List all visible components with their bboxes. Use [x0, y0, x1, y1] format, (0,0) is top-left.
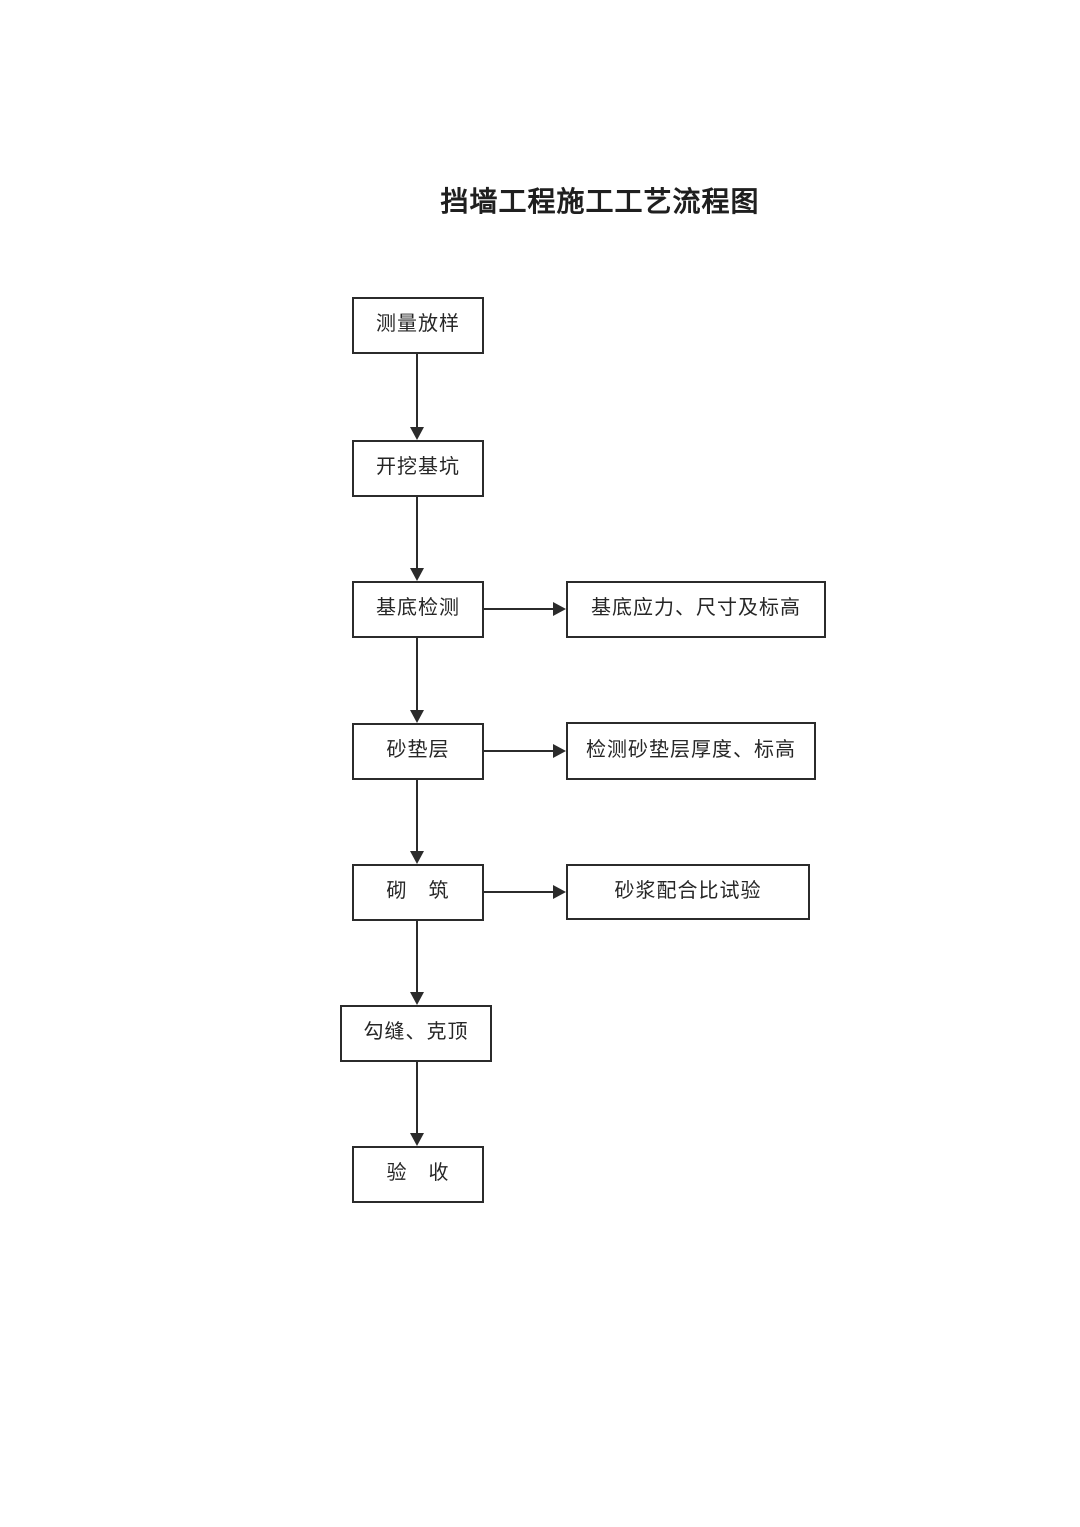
- flow-step-sand-cushion: 砂垫层: [352, 723, 484, 780]
- flow-step-pointing-capping: 勾缝、克顶: [340, 1005, 492, 1062]
- side-note-base-stress-dims-elevation: 基底应力、尺寸及标高: [566, 581, 826, 638]
- flow-step-masonry: 砌 筑: [352, 864, 484, 921]
- side-note-mortar-mix-test: 砂浆配合比试验: [566, 864, 810, 920]
- connector-line-horizontal: [484, 608, 553, 610]
- diagram-title: 挡墙工程施工工艺流程图: [440, 187, 760, 218]
- arrow-right-icon: [553, 885, 566, 899]
- arrow-down-icon: [410, 710, 424, 723]
- flow-step-base-inspection: 基底检测: [352, 581, 484, 638]
- connector-line-vertical: [416, 921, 418, 992]
- arrow-down-icon: [410, 992, 424, 1005]
- connector-line-vertical: [416, 354, 418, 427]
- flow-step-survey-layout: 测量放样: [352, 297, 484, 354]
- flow-step-excavate-pit: 开挖基坑: [352, 440, 484, 497]
- arrow-right-icon: [553, 602, 566, 616]
- connector-line-horizontal: [484, 750, 553, 752]
- flow-step-acceptance: 验 收: [352, 1146, 484, 1203]
- arrow-down-icon: [410, 427, 424, 440]
- connector-line-vertical: [416, 638, 418, 710]
- arrow-down-icon: [410, 568, 424, 581]
- arrow-down-icon: [410, 1133, 424, 1146]
- connector-line-vertical: [416, 780, 418, 851]
- side-note-cushion-thickness-elevation: 检测砂垫层厚度、标高: [566, 722, 816, 780]
- arrow-down-icon: [410, 851, 424, 864]
- arrow-right-icon: [553, 744, 566, 758]
- connector-line-vertical: [416, 1062, 418, 1133]
- connector-line-vertical: [416, 497, 418, 568]
- connector-line-horizontal: [484, 891, 553, 893]
